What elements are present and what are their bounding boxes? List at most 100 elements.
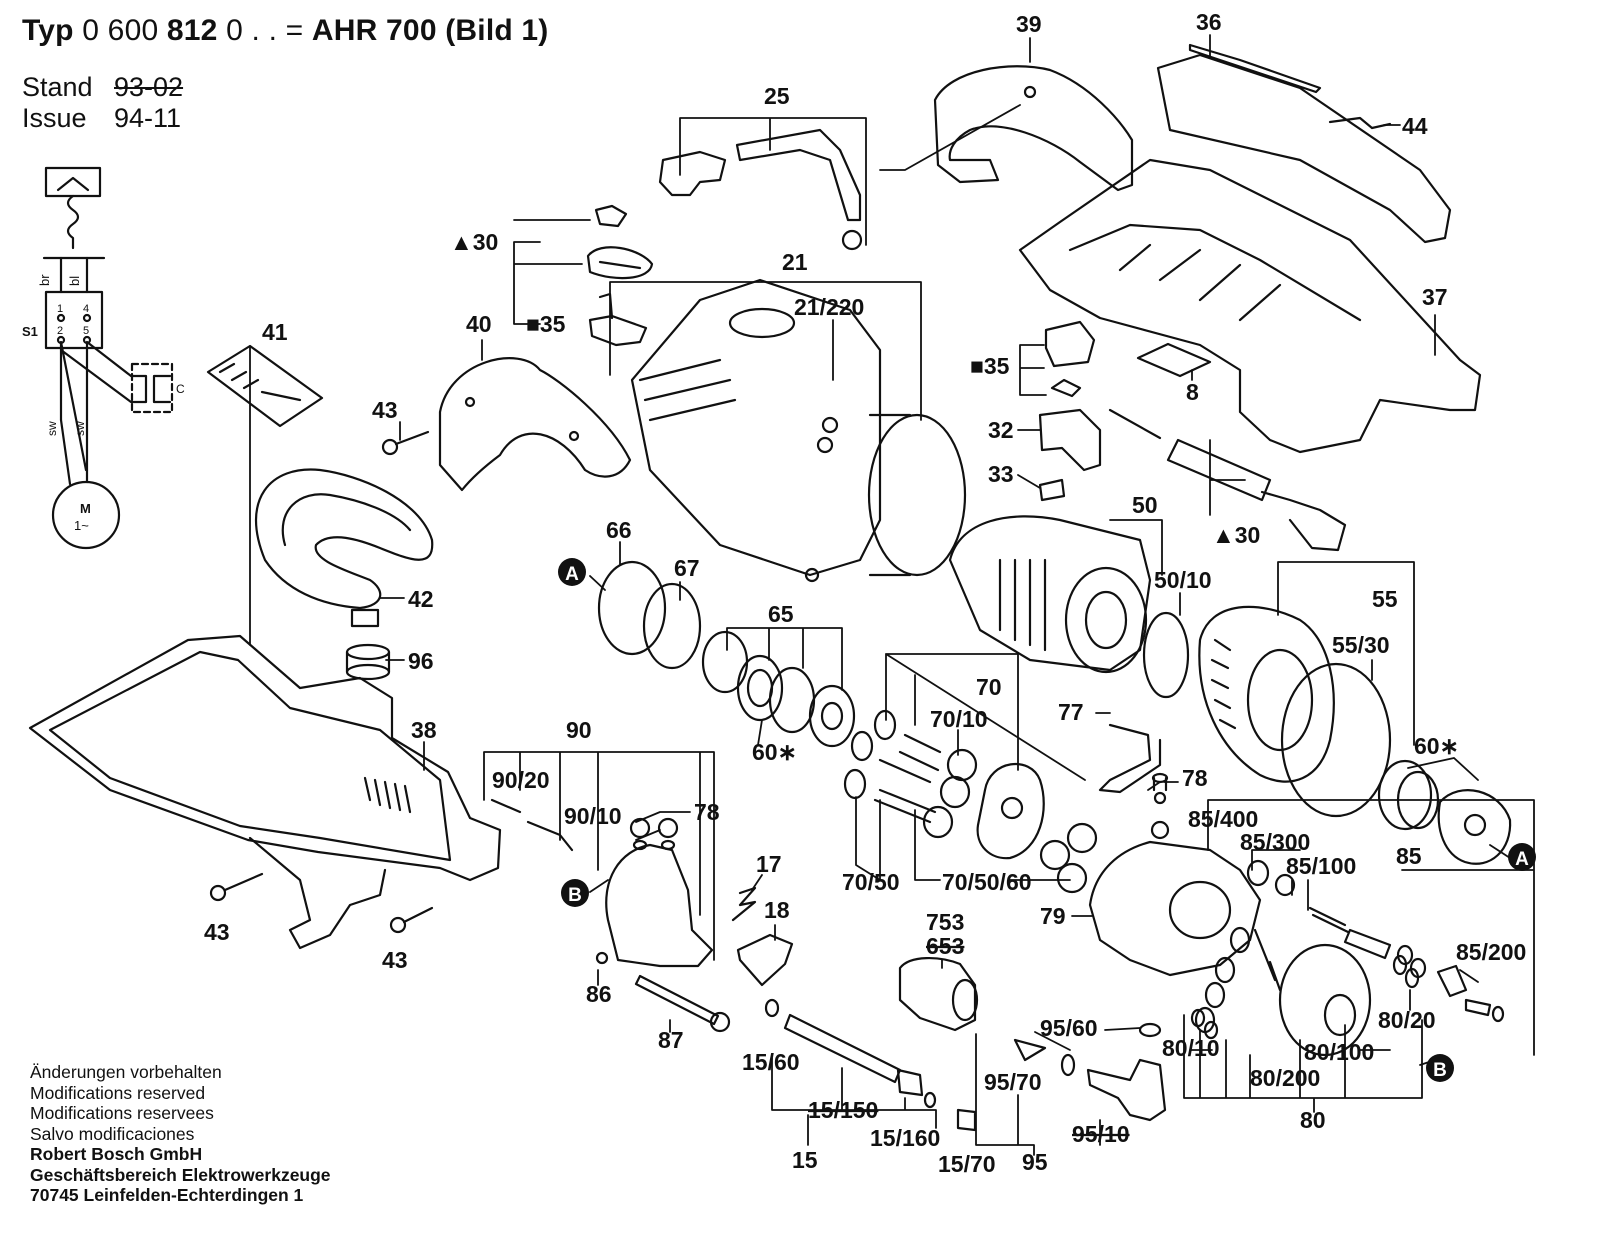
callout-40: 40 [466, 311, 492, 337]
callout-85: 85 [1396, 843, 1422, 869]
callout-39: 39 [1016, 11, 1042, 37]
callout-42: 42 [408, 586, 434, 612]
callout-38: 38 [411, 717, 437, 743]
callout-21-220: 21/220 [794, 294, 864, 320]
callout-25: 25 [764, 83, 790, 109]
part-50-10-ring [1142, 611, 1190, 699]
callout-60-left: 60∗ [752, 739, 797, 765]
part-65-seals [701, 630, 856, 748]
part-79-valve-body [1088, 820, 1262, 977]
part-50-motor [948, 515, 1152, 674]
part-18-valve-cover [736, 933, 794, 987]
part-30-cord [1108, 408, 1347, 552]
stand-label: Stand [22, 72, 93, 102]
callout-85-200: 85/200 [1456, 939, 1526, 965]
callout-95-70: 95/70 [984, 1069, 1042, 1095]
part-number-suffix: 0 . . = [226, 14, 304, 47]
wire-label-left: br [37, 274, 52, 286]
callout-79: 79 [1040, 903, 1066, 929]
callout-95-10-superseded: 95/10 [1072, 1121, 1130, 1147]
callout-90: 90 [566, 717, 592, 743]
capacitor-label: C [176, 382, 185, 396]
part-95-hose-fitting [1013, 1022, 1167, 1122]
callout-70: 70 [976, 674, 1002, 700]
callout-32: 32 [988, 417, 1014, 443]
part-39-cover [933, 65, 1134, 192]
footer-line-es: Salvo modificaciones [30, 1123, 195, 1144]
footer-line-de: Änderungen vorbehalten [30, 1062, 222, 1082]
plug-arrow-icon [56, 176, 90, 192]
marker-b-right [1426, 1054, 1454, 1082]
callout-85-400: 85/400 [1188, 806, 1258, 832]
terminal-2: 2 [57, 325, 63, 337]
callout-67: 67 [674, 555, 700, 581]
callout-33: 33 [988, 461, 1014, 487]
part-42-handle [254, 468, 434, 628]
stand-value: 93-02 [114, 72, 184, 102]
part-35-switch [1044, 320, 1096, 398]
stand-row: Stand 93-02 [22, 72, 183, 102]
callout-labels: 25 39 36 44 37 21 21/220 ▲30 ■35 40 41 4… [204, 9, 1526, 1177]
part-80-small-seals [1190, 954, 1420, 1040]
terminal-4: 4 [83, 303, 89, 315]
callout-35-bracket: ■35 [526, 311, 566, 337]
callout-43-top: 43 [372, 397, 398, 423]
part-37-housing-top [1018, 53, 1482, 454]
part-78-plug [1151, 772, 1169, 805]
callout-15-70: 15/70 [938, 1151, 996, 1177]
callout-95-60: 95/60 [1040, 1015, 1098, 1041]
part-21-motor-housing [630, 278, 967, 583]
callout-85-100: 85/100 [1286, 853, 1356, 879]
footer-line-en: Modifications reserved [30, 1082, 206, 1103]
part-70-piston-group [843, 709, 1098, 894]
part-87-bolt [634, 974, 731, 1033]
motor-label: M [80, 501, 91, 516]
part-96-bushing [345, 643, 391, 681]
callout-18: 18 [764, 897, 790, 923]
footer-line-fr: Modifications reservees [30, 1103, 214, 1123]
marker-a-left [558, 558, 586, 586]
part-38-housing-half [28, 634, 502, 950]
callout-70-10: 70/10 [930, 706, 988, 732]
callout-55: 55 [1372, 586, 1398, 612]
issue-value: 94-11 [114, 103, 182, 133]
callout-55-30: 55/30 [1332, 632, 1390, 658]
callout-15-60: 15/60 [742, 1049, 800, 1075]
part-40-guard [438, 357, 632, 492]
callout-36: 36 [1196, 9, 1222, 35]
part-43-screw-left [209, 872, 264, 902]
issue-row: Issue 94-11 [22, 103, 181, 133]
callout-37: 37 [1422, 284, 1448, 310]
footer-notes: Änderungen vorbehalten Modifications res… [30, 1062, 331, 1206]
callout-70-50-60: 70/50/60 [942, 869, 1032, 895]
callout-44: 44 [1402, 113, 1428, 139]
reference-markers: A A B B [558, 558, 1536, 1082]
switch-label: S1 [22, 324, 38, 339]
callout-50: 50 [1132, 492, 1158, 518]
footer-division: Geschäftsbereich Elektrowerkzeuge [30, 1164, 331, 1185]
footer-address: 70745 Leinfelden-Echterdingen 1 [30, 1185, 304, 1205]
part-number-prefix: 0 600 [82, 14, 159, 47]
callout-80-20: 80/20 [1378, 1007, 1436, 1033]
callout-8: 8 [1186, 379, 1199, 405]
part-43-screw-top [381, 430, 430, 456]
part-85-end-cap [1437, 789, 1512, 865]
marker-b-left [561, 879, 589, 907]
part-80-valve-cluster [1194, 926, 1372, 1057]
callout-15-160: 15/160 [870, 1125, 940, 1151]
capacitor-symbol [130, 362, 174, 414]
part-17-spring [731, 886, 757, 922]
issue-label: Issue [22, 103, 87, 133]
callout-30-cord: ▲30 [1212, 522, 1260, 548]
part-35-bearing-bracket [588, 292, 648, 347]
callout-95: 95 [1022, 1149, 1048, 1175]
part-8-label [1136, 342, 1212, 378]
callout-653-superseded: 653 [926, 933, 964, 959]
cord-symbol [66, 194, 80, 250]
callout-78-left: 78 [694, 799, 720, 825]
callout-80-100: 80/100 [1304, 1039, 1374, 1065]
callout-41: 41 [262, 319, 288, 345]
terminal-5: 5 [83, 325, 89, 337]
callout-15-150-superseded: 15/150 [808, 1097, 878, 1123]
marker-a-right-label: A [1515, 849, 1529, 870]
